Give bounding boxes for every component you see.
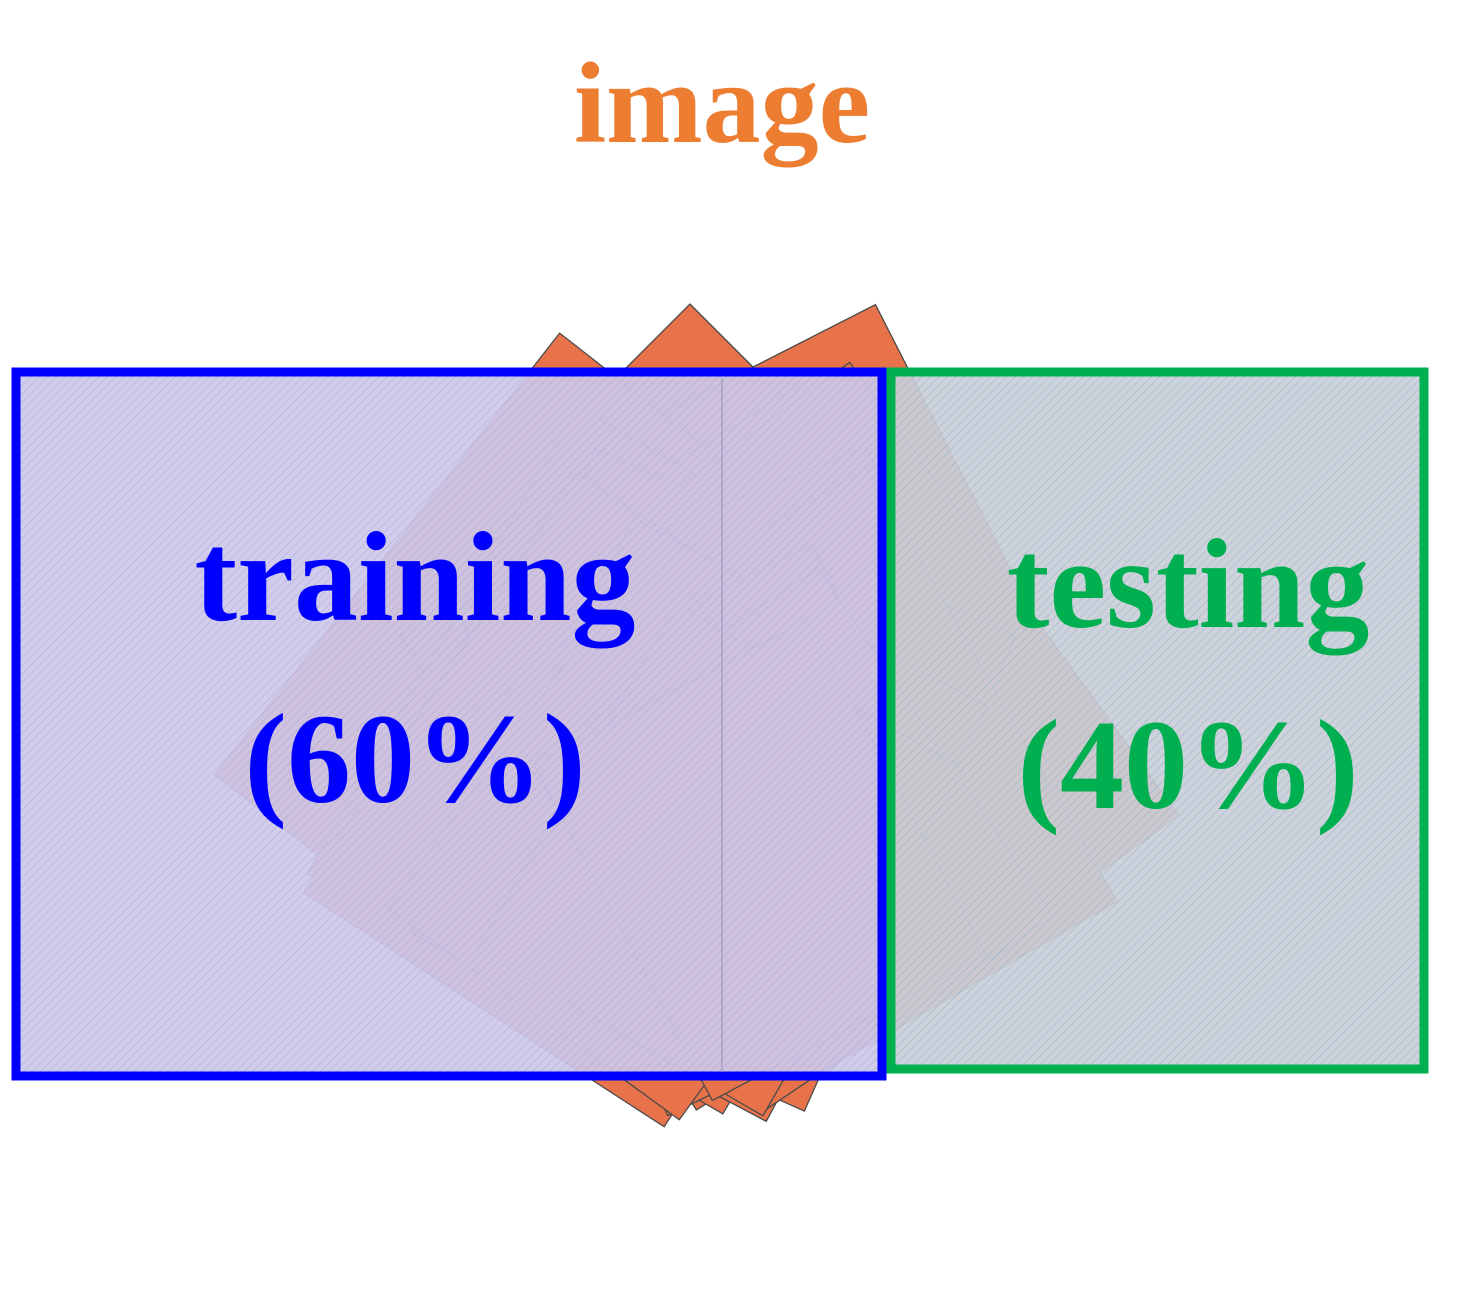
diagram-title: image (574, 40, 870, 168)
training-box (11, 367, 887, 1081)
training-label: training (195, 506, 636, 648)
testing-label: testing (1007, 513, 1370, 655)
testing-partition: testing (40%) (886, 367, 1429, 1074)
training-partition: training (60%) (11, 367, 887, 1081)
training-percent-label: (60%) (244, 688, 585, 830)
testing-percent-label: (40%) (1017, 694, 1358, 836)
testing-box (886, 367, 1429, 1074)
